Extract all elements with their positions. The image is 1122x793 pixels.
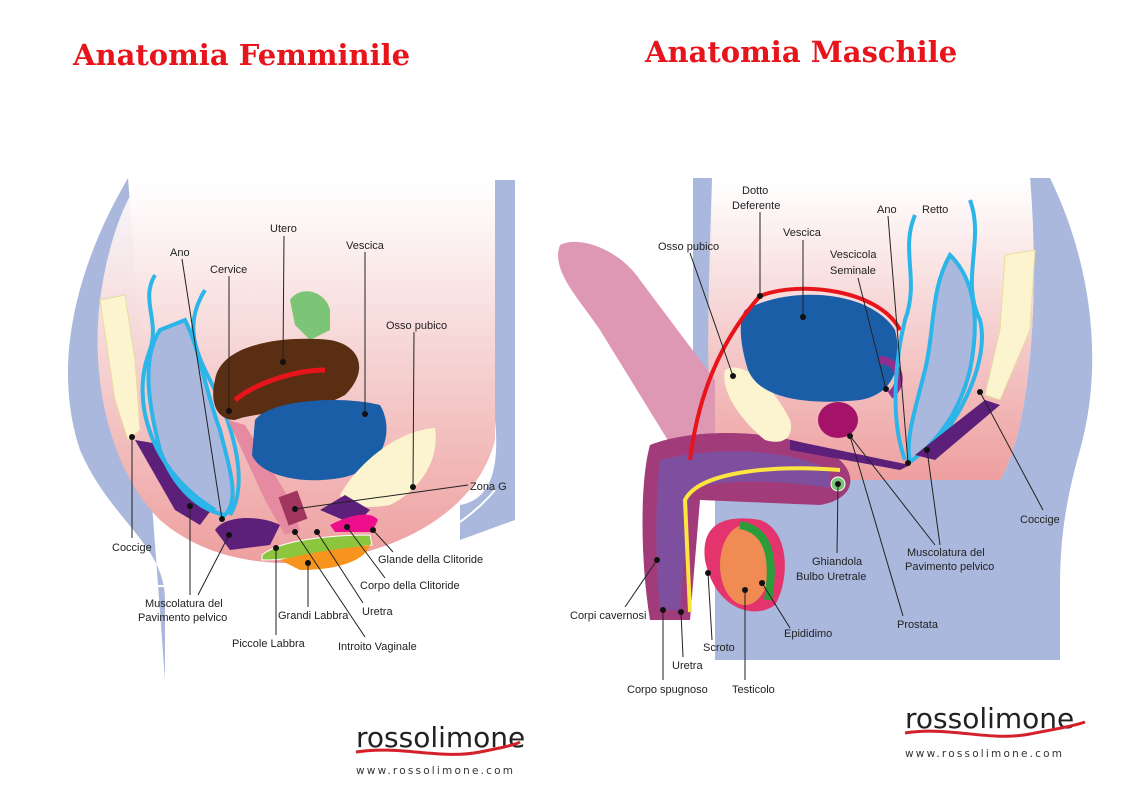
label-ghiandola-1: Ghiandola [812,556,863,568]
male-coccyx-muscle [915,400,1000,460]
female-coccyx-bone [99,294,141,441]
label-coccige: Coccige [1020,514,1060,526]
urethra [682,466,841,613]
logo-url: www.rossolimone.com [356,765,515,777]
male-anatomy: Anatomia Maschile [558,35,1093,696]
prostate [818,402,858,438]
label-vescicola-1: Vescicola [830,249,877,261]
female-anatomy: Anatomia Femminile [67,38,515,680]
male-labels: Dotto Deferente Vescica Osso pubico Vesc… [570,185,1060,696]
label-cervice: Cervice [210,264,247,276]
label-prostata: Prostata [897,619,939,631]
label-utero: Utero [270,223,297,235]
male-pubic-bone [724,367,791,442]
label-coccige: Coccige [112,542,152,554]
bladder [252,400,387,481]
male-leader-lines [624,212,1044,680]
label-uretra: Uretra [672,660,703,672]
male-body-silhouette [693,178,1093,660]
label-vescica: Vescica [783,227,822,239]
male-title: Anatomia Maschile [644,35,957,69]
label-muscolatura-2: Pavimento pelvico [138,612,227,624]
label-uretra: Uretra [362,606,393,618]
label-corpi-cavernosi: Corpi cavernosi [570,610,646,622]
label-glande-clitoride: Glande della Clitoride [378,554,483,566]
uterine-cavity [233,367,326,402]
label-retto: Retto [922,204,948,216]
label-osso-pubico: Osso pubico [658,241,719,253]
label-testicolo: Testicolo [732,684,775,696]
label-dotto-2: Deferente [732,200,780,212]
epididymis [739,521,775,601]
label-muscolatura-1: Muscolatura del [907,547,985,559]
rectum-wall [140,273,217,512]
male-bladder [740,294,899,402]
female-body-silhouette [67,178,515,680]
female-title: Anatomia Femminile [72,38,410,72]
label-vescica: Vescica [346,240,385,252]
label-introito-vaginale: Introito Vaginale [338,641,417,653]
fallopian-tube [290,291,330,340]
pelvic-floor-muscle [790,440,910,470]
female-labels: Utero Cervice Ano Vescica Osso pubico Zo… [112,223,507,653]
logo-swoosh [904,720,1086,738]
label-grandi-labbra: Grandi Labbra [278,610,349,622]
label-piccole-labbra: Piccole Labbra [232,638,306,650]
logo-female: rossolimone www.rossolimone.com [355,721,525,777]
rectum-wall [893,214,917,461]
logo-url: www.rossolimone.com [905,748,1064,760]
label-epididimo: Epididimo [784,628,832,640]
label-vescicola-2: Seminale [830,265,876,277]
logo-male: rossolimone www.rossolimone.com [904,702,1086,760]
label-corpo-clitoride: Corpo della Clitoride [360,580,460,592]
logo-swoosh [355,740,521,756]
label-ano: Ano [170,247,190,259]
rectum-wall [928,199,984,452]
labia-majora [280,545,370,570]
label-scroto: Scroto [703,642,735,654]
label-muscolatura-2: Pavimento pelvico [905,561,994,573]
label-zona-g: Zona G [470,481,507,493]
vas-deferens [688,286,902,461]
label-muscolatura-1: Muscolatura del [145,598,223,610]
label-corpo-spugnoso: Corpo spugnoso [627,684,708,696]
uterus [213,338,360,420]
penis-flaccid-outline [558,241,715,470]
label-ghiandola-2: Bulbo Uretrale [796,571,866,583]
clitoris-glans [330,514,378,532]
testicle [720,525,770,605]
female-leader-lines [129,235,469,638]
label-dotto-1: Dotto [742,185,768,197]
label-osso-pubico: Osso pubico [386,320,447,332]
male-coccyx-bone [984,249,1036,401]
label-ano: Ano [877,204,897,216]
pelvic-floor-muscle [215,518,280,550]
